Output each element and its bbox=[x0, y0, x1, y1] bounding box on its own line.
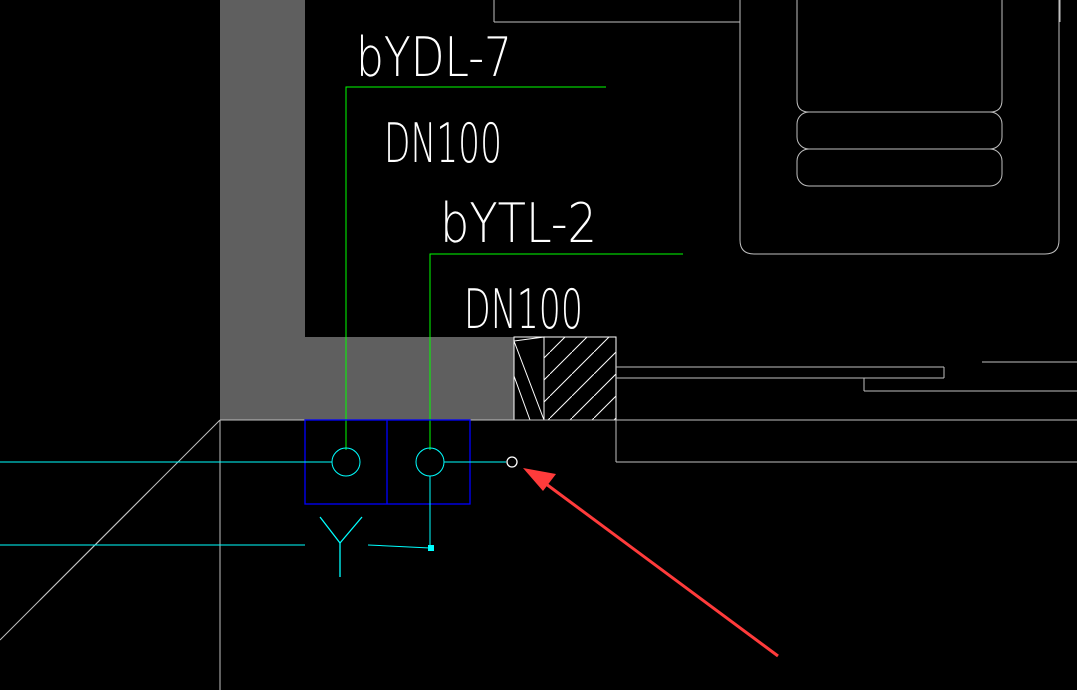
leader-riser-2 bbox=[429, 253, 683, 450]
pipes bbox=[0, 447, 506, 549]
riser-circle-2[interactable] bbox=[415, 447, 445, 477]
annotation-arrow bbox=[523, 468, 779, 658]
leader-lines bbox=[345, 86, 683, 450]
y-symbol-icon bbox=[319, 516, 363, 577]
leader-riser-1 bbox=[345, 86, 606, 450]
pipe-endpoint-marker[interactable] bbox=[506, 456, 518, 468]
riser2-size-label: DN100 bbox=[464, 278, 583, 341]
riser1-name-label: bYDL-7 bbox=[356, 26, 512, 89]
riser2-name-label: bYTL-2 bbox=[440, 192, 597, 255]
appliance-outline bbox=[739, 0, 1060, 255]
branch-pipe-4 bbox=[367, 544, 431, 549]
riser-labels: bYDL-7 DN100 bYTL-2 DN100 bbox=[356, 26, 597, 341]
wall bbox=[220, 0, 514, 420]
hatched-column bbox=[513, 336, 617, 421]
riser-circle-1[interactable] bbox=[331, 447, 361, 477]
square-node-icon bbox=[428, 545, 434, 551]
riser1-size-label: DN100 bbox=[384, 112, 502, 175]
wall-horizontal bbox=[220, 337, 514, 420]
